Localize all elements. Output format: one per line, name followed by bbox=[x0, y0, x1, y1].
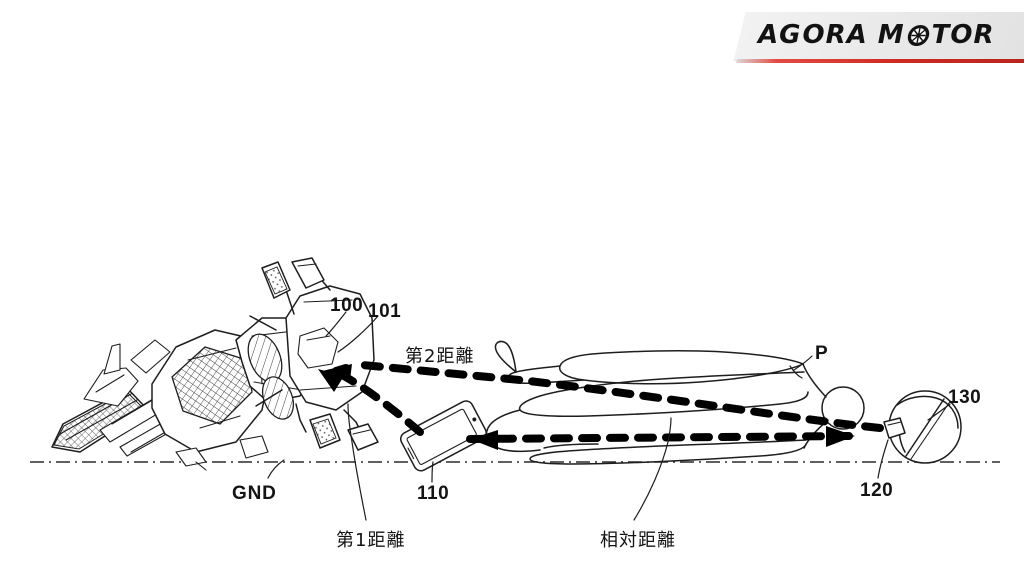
distance-vectors bbox=[318, 360, 884, 450]
first-distance-vector bbox=[318, 369, 424, 436]
relative-distance-vector bbox=[466, 426, 859, 450]
label-first-distance: 第1距離 bbox=[336, 530, 406, 551]
leader-lines bbox=[267, 311, 951, 521]
brand-text-before: AG bbox=[758, 20, 802, 50]
brand-red-stripe bbox=[736, 59, 1024, 63]
label-ground-gnd: GND bbox=[232, 483, 277, 504]
helmet-device-120 bbox=[883, 417, 906, 439]
label-motorcycle-unit-101: 101 bbox=[368, 301, 402, 322]
smartphone-graphic bbox=[400, 400, 487, 472]
label-helmet-device-120: 120 bbox=[860, 480, 894, 501]
label-smartphone-110: 110 bbox=[417, 483, 450, 504]
tire-wheel-icon bbox=[904, 24, 931, 47]
brand-text-middle: ORA M bbox=[802, 20, 905, 50]
label-relative-distance: 相対距離 bbox=[600, 530, 676, 551]
label-second-distance: 第2距離 bbox=[405, 346, 475, 367]
motorcycle-graphic bbox=[51, 257, 379, 471]
label-helmet-130: 130 bbox=[948, 387, 982, 408]
person-graphic bbox=[485, 340, 865, 465]
rear-wheel bbox=[51, 388, 148, 453]
label-motorcycle-100: 100 bbox=[330, 295, 364, 316]
label-person-p: P bbox=[815, 343, 828, 364]
brand-text-after: TOR bbox=[931, 20, 995, 50]
